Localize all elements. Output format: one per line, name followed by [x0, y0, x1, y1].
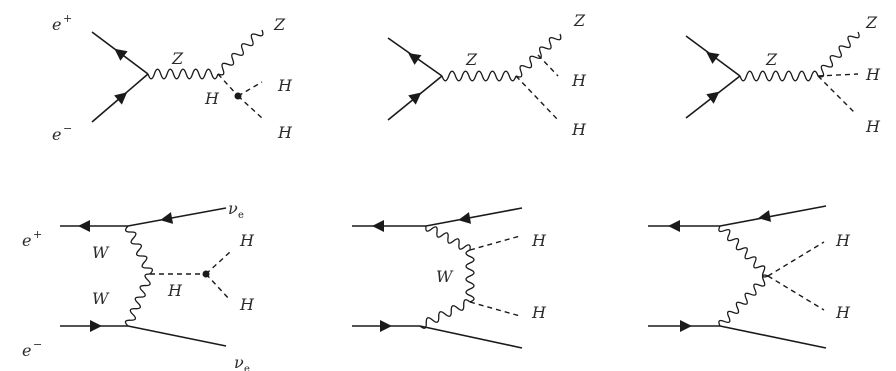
z-outgoing	[217, 29, 264, 76]
diagram-s-channel-trilinear: e + e − Z Z H H H	[52, 12, 293, 144]
h-label: H	[571, 120, 587, 139]
h-label: H	[277, 76, 293, 95]
fermion-arrow	[408, 53, 422, 65]
fermion-arrow	[458, 212, 472, 224]
nu-subscript: e	[238, 210, 244, 221]
e-plus-label: e	[22, 231, 31, 250]
z-label: Z	[171, 49, 184, 68]
h-label: H	[835, 303, 851, 322]
h-label: H	[571, 71, 587, 90]
outgoing-neutrino-line	[425, 207, 523, 227]
w-propagator	[124, 225, 154, 275]
w-propagator	[718, 274, 769, 327]
higgs-outgoing	[205, 251, 231, 275]
outgoing-neutrino-line	[127, 207, 227, 227]
trilinear-vertex	[202, 270, 210, 278]
higgs-outgoing	[515, 75, 559, 121]
plus-sign: +	[33, 228, 42, 241]
outgoing-neutrino-line	[127, 325, 227, 347]
z-outgoing	[817, 31, 860, 78]
higgs-outgoing	[817, 75, 857, 115]
w-propagator	[124, 273, 151, 327]
fermion-arrow	[380, 320, 392, 332]
higgs-outgoing	[469, 301, 521, 317]
fermion-arrow	[90, 320, 102, 332]
fermion-arrow	[160, 212, 174, 224]
minus-sign: −	[63, 122, 72, 135]
z-label: Z	[865, 13, 878, 32]
w-label: W	[436, 267, 454, 286]
diagram-s-channel-quartic: Z Z H H	[685, 13, 881, 136]
higgs-outgoing	[817, 73, 859, 77]
h-label: H	[167, 281, 183, 300]
w-propagator	[718, 225, 769, 278]
w-propagator	[425, 225, 471, 251]
fermion-arrow	[758, 210, 772, 222]
e-minus-label: e	[52, 125, 61, 144]
fermion-arrow	[668, 220, 680, 232]
higgs-outgoing	[767, 275, 825, 311]
w-label: W	[92, 289, 110, 308]
trilinear-vertex	[234, 92, 242, 100]
diagram-ww-fusion-ww-radiation: W H H	[352, 207, 547, 349]
nu-label: ν	[228, 199, 238, 218]
h-label: H	[531, 231, 547, 250]
w-propagator	[465, 249, 475, 303]
h-label: H	[204, 89, 220, 108]
fermion-arrow	[706, 51, 720, 64]
fermion-arrow	[372, 220, 384, 232]
outgoing-neutrino-line	[419, 325, 523, 349]
fermion-arrow	[114, 48, 128, 61]
higgs-outgoing	[237, 81, 263, 97]
z-label: Z	[765, 50, 778, 69]
w-label: W	[92, 243, 110, 262]
h-label: H	[835, 231, 851, 250]
plus-sign: +	[63, 12, 72, 25]
w-propagator	[419, 299, 471, 329]
h-label: H	[277, 123, 293, 142]
h-label: H	[531, 303, 547, 322]
diagram-ww-fusion-quartic: H H	[648, 205, 851, 349]
higgs-outgoing	[469, 235, 521, 251]
h-label: H	[239, 295, 255, 314]
fermion-arrow	[706, 91, 720, 104]
z-label: Z	[465, 50, 478, 69]
nu-subscript: e	[244, 364, 250, 371]
z-label: Z	[573, 11, 586, 30]
higgs-propagator	[217, 73, 239, 97]
h-label: H	[865, 65, 881, 84]
z-propagator	[441, 70, 517, 82]
minus-sign: −	[33, 338, 42, 351]
fermion-arrow	[114, 92, 128, 105]
outgoing-neutrino-line	[719, 325, 827, 349]
e-minus-label: e	[22, 341, 31, 360]
higgs-outgoing	[767, 241, 825, 277]
h-label: H	[865, 117, 881, 136]
e-plus-label: e	[52, 15, 61, 34]
higgs-outgoing	[205, 273, 231, 301]
nu-label: ν	[234, 353, 244, 371]
higgs-outgoing	[237, 95, 263, 119]
fermion-arrow	[408, 92, 422, 105]
fermion-arrow	[78, 220, 90, 232]
z-propagator	[739, 70, 819, 82]
diagram-s-channel-zh-radiation: Z Z H H	[387, 11, 587, 139]
z-propagator	[147, 68, 219, 80]
z-label: Z	[273, 15, 286, 34]
fermion-arrow	[680, 320, 692, 332]
h-label: H	[239, 231, 255, 250]
diagram-ww-fusion-trilinear: e + e − ν e ν e W W H H H	[22, 199, 255, 371]
higgs-outgoing	[537, 54, 559, 77]
outgoing-neutrino-line	[719, 205, 827, 227]
